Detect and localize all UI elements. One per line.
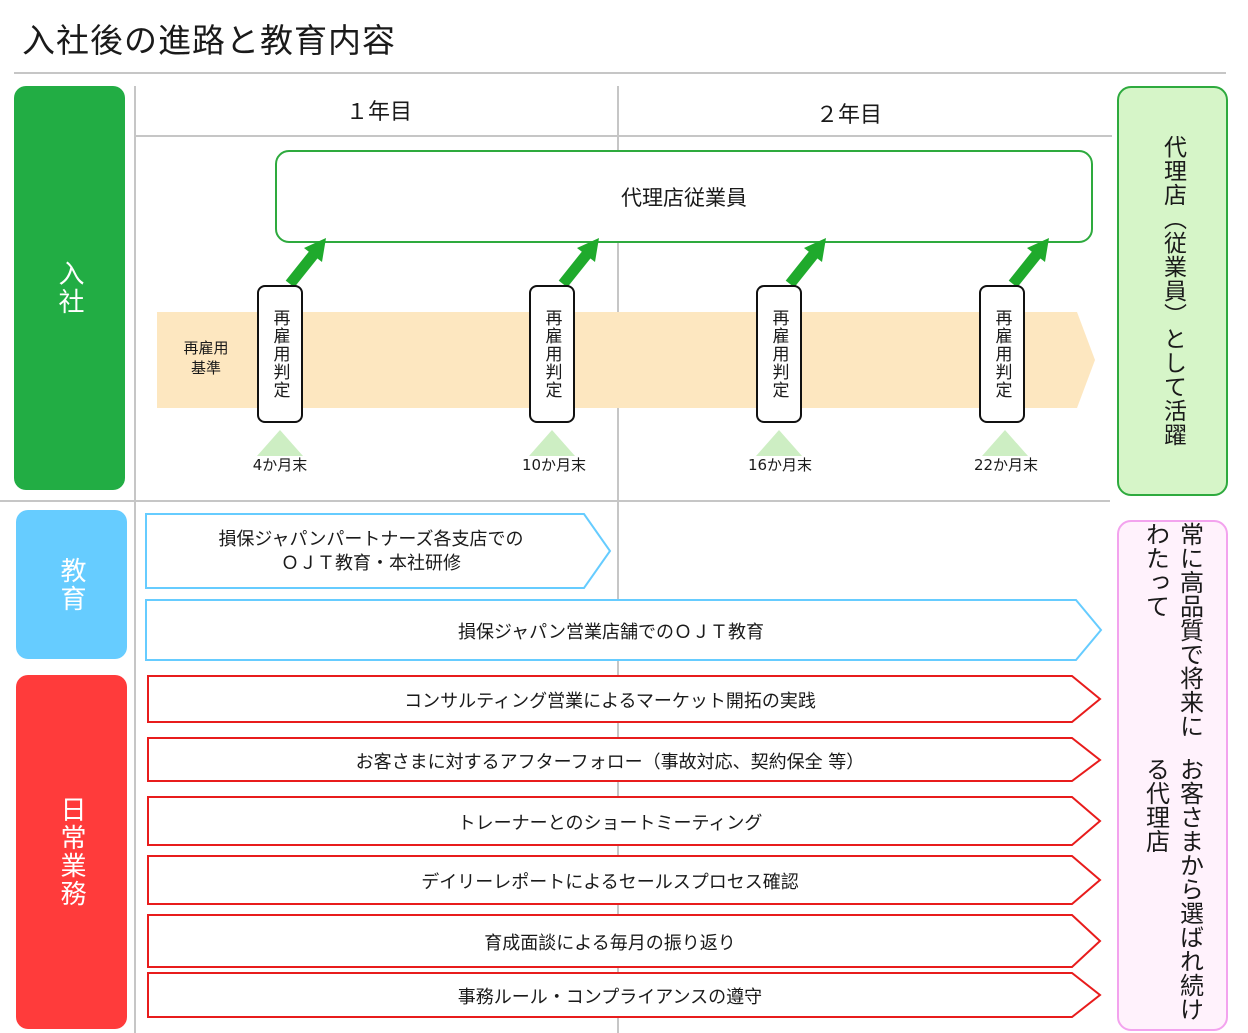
right-goal-quality-box: 常に高品質で将来にわたって お客さまから選ばれ続ける代理店 xyxy=(1117,520,1228,1031)
daily-item-1: コンサルティング営業によるマーケット開拓の実践 xyxy=(404,691,816,712)
education-arrow-2 xyxy=(145,599,1103,661)
year-header-line xyxy=(134,135,1112,137)
grid-year-divider xyxy=(617,86,619,1033)
milestone-marker-4 xyxy=(982,430,1028,456)
rehire-criteria-band xyxy=(157,312,1095,408)
daily-item-4: デイリーレポートによるセールスプロセス確認 xyxy=(421,872,799,893)
daily-item-2: お客さまに対するアフターフォロー（事故対応、契約保全 等） xyxy=(355,752,865,773)
right-goal-line2: お客さまから選ばれ続ける代理店 xyxy=(1141,757,1204,1022)
section-divider-line xyxy=(0,500,1110,502)
daily-arrow-4 xyxy=(147,855,1102,905)
rehire-judgment-box-3: 再雇用判定 xyxy=(756,285,802,423)
rehire-judgment-box-4: 再雇用判定 xyxy=(979,285,1025,423)
milestone-label-4: 22か月末 xyxy=(973,456,1039,474)
daily-arrow-2 xyxy=(147,737,1102,782)
daily-item-5: 育成面談による毎月の振り返り xyxy=(484,933,736,954)
daily-item-3: トレーナーとのショートミーティング xyxy=(457,813,763,834)
education-arrow-1 xyxy=(145,513,612,589)
page-title: 入社後の進路と教育内容 xyxy=(22,21,396,60)
section-entry: 入社 xyxy=(14,86,125,490)
rehire-judgment-box-2: 再雇用判定 xyxy=(529,285,575,423)
promotion-arrow-1 xyxy=(285,238,326,288)
section-daily-work: 日常業務 xyxy=(16,675,127,1029)
right-goal-line1: 常に高品質で将来にわたって xyxy=(1141,522,1204,738)
milestone-marker-3 xyxy=(756,430,802,456)
year-2-label: ２年目 xyxy=(816,103,883,128)
daily-arrow-3 xyxy=(147,796,1102,846)
milestone-label-3: 16か月末 xyxy=(747,456,813,474)
milestone-marker-2 xyxy=(529,430,575,456)
rehire-judgment-box-1: 再雇用判定 xyxy=(257,285,303,423)
title-divider xyxy=(14,72,1226,74)
daily-item-6: 事務ルール・コンプライアンスの遵守 xyxy=(457,987,763,1008)
daily-arrow-1 xyxy=(147,675,1102,723)
right-goal-agency-box: 代理店（従業員）として活躍 xyxy=(1117,86,1228,496)
education-item-2: 損保ジャパン営業店舗でのＯＪＴ教育 xyxy=(458,622,764,643)
milestone-marker-1 xyxy=(257,430,303,456)
education-item-1-line2: ＯＪＴ教育・本社研修 xyxy=(281,553,461,574)
grid-left-line xyxy=(134,86,136,1033)
education-item-1-line1: 損保ジャパンパートナーズ各支店での xyxy=(218,529,524,550)
promotion-arrow-4 xyxy=(1008,238,1049,288)
milestone-label-1: 4か月末 xyxy=(252,456,308,474)
promotion-arrow-2 xyxy=(558,238,599,288)
daily-arrow-5 xyxy=(147,914,1102,968)
education-item-1: 損保ジャパンパートナーズ各支店での ＯＪＴ教育・本社研修 xyxy=(146,528,596,576)
promotion-arrow-3 xyxy=(785,238,826,288)
year-1-label: １年目 xyxy=(346,100,413,125)
milestone-label-2: 10か月末 xyxy=(521,456,587,474)
section-education: 教育 xyxy=(16,510,127,659)
rehire-criteria-label: 再雇用基準 xyxy=(183,339,229,377)
daily-arrow-6 xyxy=(147,972,1102,1018)
employee-box: 代理店従業員 xyxy=(275,150,1093,243)
